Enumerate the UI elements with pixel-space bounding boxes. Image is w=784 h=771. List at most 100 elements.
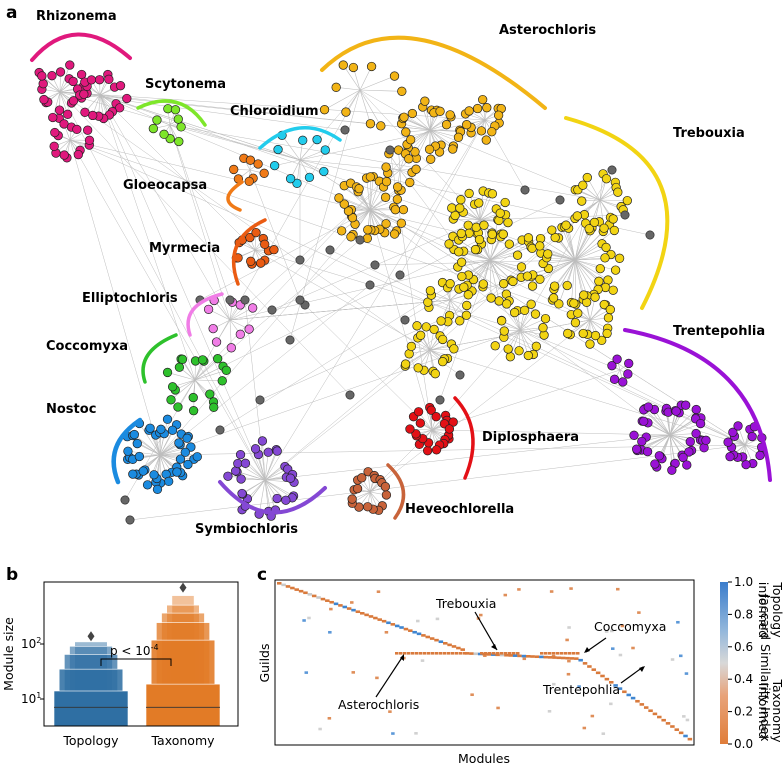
network-edge [647,434,671,452]
label-elliptochloris: Elliptochloris [82,291,178,306]
network-edge [429,129,459,138]
network-edge [461,259,491,263]
heatmap-cell [670,725,675,728]
network-node-unassigned [295,255,305,265]
network-node [145,423,155,433]
network-node [381,162,391,172]
network-node [599,223,609,233]
arc-heveochlorella [386,463,406,520]
network-node [516,262,527,272]
heatmap-cell [676,620,680,624]
network-node [527,281,538,291]
network-node [167,382,178,392]
heatmap-cell [516,652,520,655]
heatmap-cell [560,652,564,655]
heatmap-cell [543,655,548,659]
heatmap-cell [552,682,556,686]
heatmap-cell [630,696,636,700]
network-edge [574,259,599,290]
network-node [594,276,604,286]
ytick-100-label: 102 [21,636,41,651]
heatmap-cell [342,605,348,609]
network-node [578,328,588,339]
network-edge [519,329,746,446]
panel-b-ylabel: Module size [1,617,16,691]
network-edge [489,259,492,299]
network-edge [159,284,371,456]
network-node [180,447,190,457]
heatmap-cell [390,623,396,626]
network-node [637,436,647,447]
network-node [48,112,58,123]
network-node [504,239,514,249]
network-node [623,369,633,379]
network-edge [258,479,266,515]
network-node [476,126,487,136]
network-edge [194,239,361,381]
heatmap-cell [617,687,623,690]
network-edge [264,434,671,481]
heatmap-cell [620,624,625,628]
network-node [192,452,202,462]
network-edge [574,230,591,261]
network-node [436,316,446,326]
network-edge [403,116,431,131]
annot-trebouxia-arrow [474,611,498,651]
xtick-topology: Topology [62,733,119,748]
annot-trebouxia: Trebouxia [435,596,496,611]
network-node [530,309,541,319]
network-node [159,129,169,139]
network-edge [69,139,591,321]
boxen-outlier [179,582,187,593]
network-node [487,189,498,199]
heatmap-cell [419,652,423,655]
heatmap-cell [657,715,662,719]
heatmap-cell [643,706,649,709]
arc-trebouxia [564,116,670,310]
network-edge [539,259,576,280]
network-node [561,220,571,230]
heatmap-cell [386,621,391,625]
network-node [244,324,254,334]
network-edge [574,257,606,261]
network-node [455,316,465,326]
network-node [170,105,181,115]
heatmap-cell [549,590,554,593]
colorbar-tick-label: 0.4 [734,672,753,686]
network-edge [249,169,301,301]
heatmap-cell [517,654,522,658]
network-node [285,174,296,184]
heatmap-cell [307,593,313,596]
ytick-10-label: 101 [21,691,41,706]
network-node [597,335,607,346]
network-node [650,459,660,469]
network-edge [99,94,256,251]
network-node [415,418,425,428]
network-node [205,389,215,399]
network-edge [264,479,276,511]
network-node [392,182,403,192]
label-trebouxia: Trebouxia [673,126,745,141]
colorbar-ticks: 0.00.20.40.60.81.0 [728,575,753,751]
network-node-unassigned [645,230,655,240]
network-edge [139,423,161,456]
network-node [614,253,625,263]
network-node-unassigned [520,185,530,195]
boxen-plot [53,582,221,727]
heatmap-cell [652,712,658,716]
annot-trentepohlia-arrow [620,666,644,684]
network-node [497,316,507,326]
network-edge [489,259,522,268]
heatmap-cell [611,647,615,650]
network-node [584,224,594,234]
network-node [226,343,236,353]
panel-b-frame [43,581,239,727]
heatmap-cell [290,586,295,590]
network-node [499,279,509,289]
heatmap-cell [582,726,587,730]
network-node [671,406,681,416]
heatmap-frame [274,579,695,746]
heatmap-cell [311,594,317,598]
network-node [462,120,472,130]
network-edge [369,209,402,224]
